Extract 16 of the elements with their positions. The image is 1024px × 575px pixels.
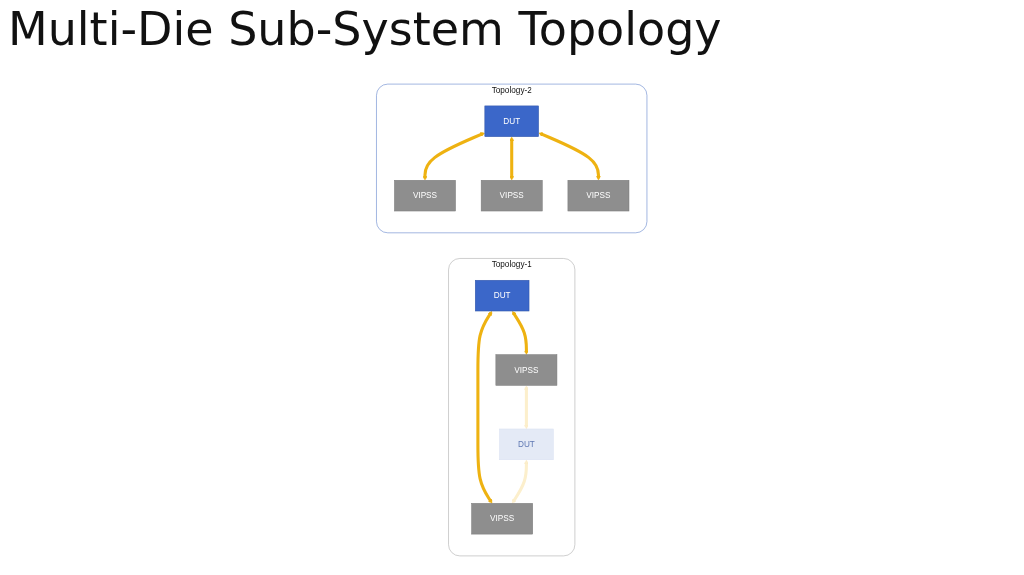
- node-box: DUT: [475, 280, 530, 312]
- arrow: [476, 311, 493, 504]
- node-box: VIPSS: [471, 503, 534, 535]
- arrow: [524, 385, 529, 430]
- node-box: VIPSS: [394, 180, 457, 212]
- slide-title: Multi-Die Sub-System Topology: [8, 2, 722, 56]
- node-box: DUT: [499, 428, 554, 460]
- arrow: [512, 311, 529, 355]
- arrow: [509, 136, 515, 181]
- arrow: [512, 459, 529, 504]
- arrow: [423, 132, 486, 181]
- arrow: [538, 132, 601, 181]
- node-box: VIPSS: [495, 354, 558, 386]
- node-box: DUT: [484, 105, 540, 137]
- node-box: VIPSS: [481, 180, 543, 212]
- node-box: VIPSS: [567, 180, 630, 212]
